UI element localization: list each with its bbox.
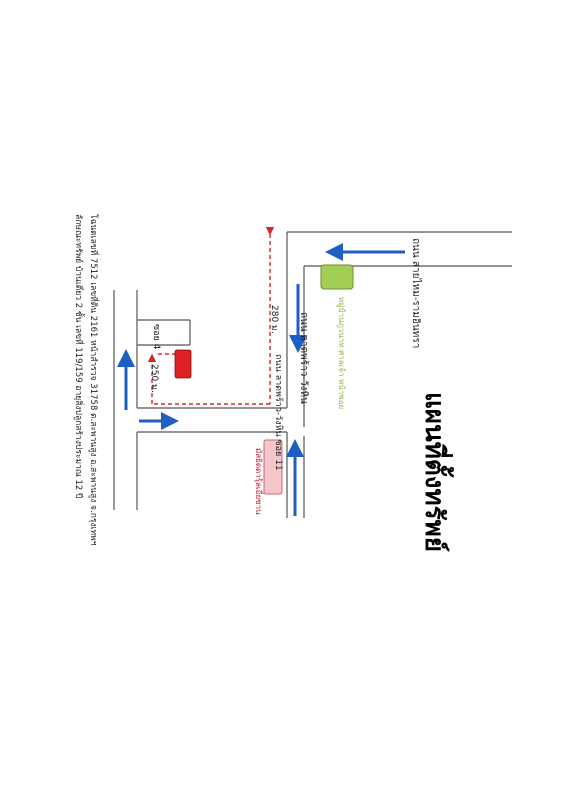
left-road xyxy=(113,290,138,510)
address-line-1: โฉนดเลขที่ 7512 เลขที่ดิน 2161 หน้าสำรวจ… xyxy=(88,214,98,546)
distance-280-label: 280 ม. xyxy=(269,305,279,334)
soi-road xyxy=(137,407,287,433)
top-road xyxy=(287,231,512,267)
traffic-arrows xyxy=(117,243,405,516)
soi-4-label: ซอย 4 xyxy=(151,324,161,350)
address-line-2: ลักษณะทรัพย์ บ้านเดี่ยว 2 ชั้น เลขที่ 11… xyxy=(73,214,83,499)
pink-landmark-label: มัสยิดดารุ้ลเอี่ยซาน xyxy=(254,448,263,515)
pink-landmark-marker xyxy=(263,439,283,495)
main-road-label: ถนน ลาดพร้าว-วังหิน xyxy=(298,312,309,404)
top-road-label: ถนน สายไหม-รามอินทรา xyxy=(410,238,421,349)
distance-250-label: 250 ม. xyxy=(149,364,159,393)
green-landmark-label: หมู่บ้านภูวนาท ศาลเจ้า หน้าซอย xyxy=(337,297,346,410)
route-dashed xyxy=(147,227,275,405)
green-landmark-marker xyxy=(320,264,354,290)
target-property-marker xyxy=(174,349,192,379)
page-title: แผนที่ตั้งทรัพย์ xyxy=(419,392,449,552)
soi-4-road xyxy=(137,319,191,346)
soi-road-label: ถนน ลาดพร้าว-วังหิน ซอย 11 xyxy=(273,354,283,471)
